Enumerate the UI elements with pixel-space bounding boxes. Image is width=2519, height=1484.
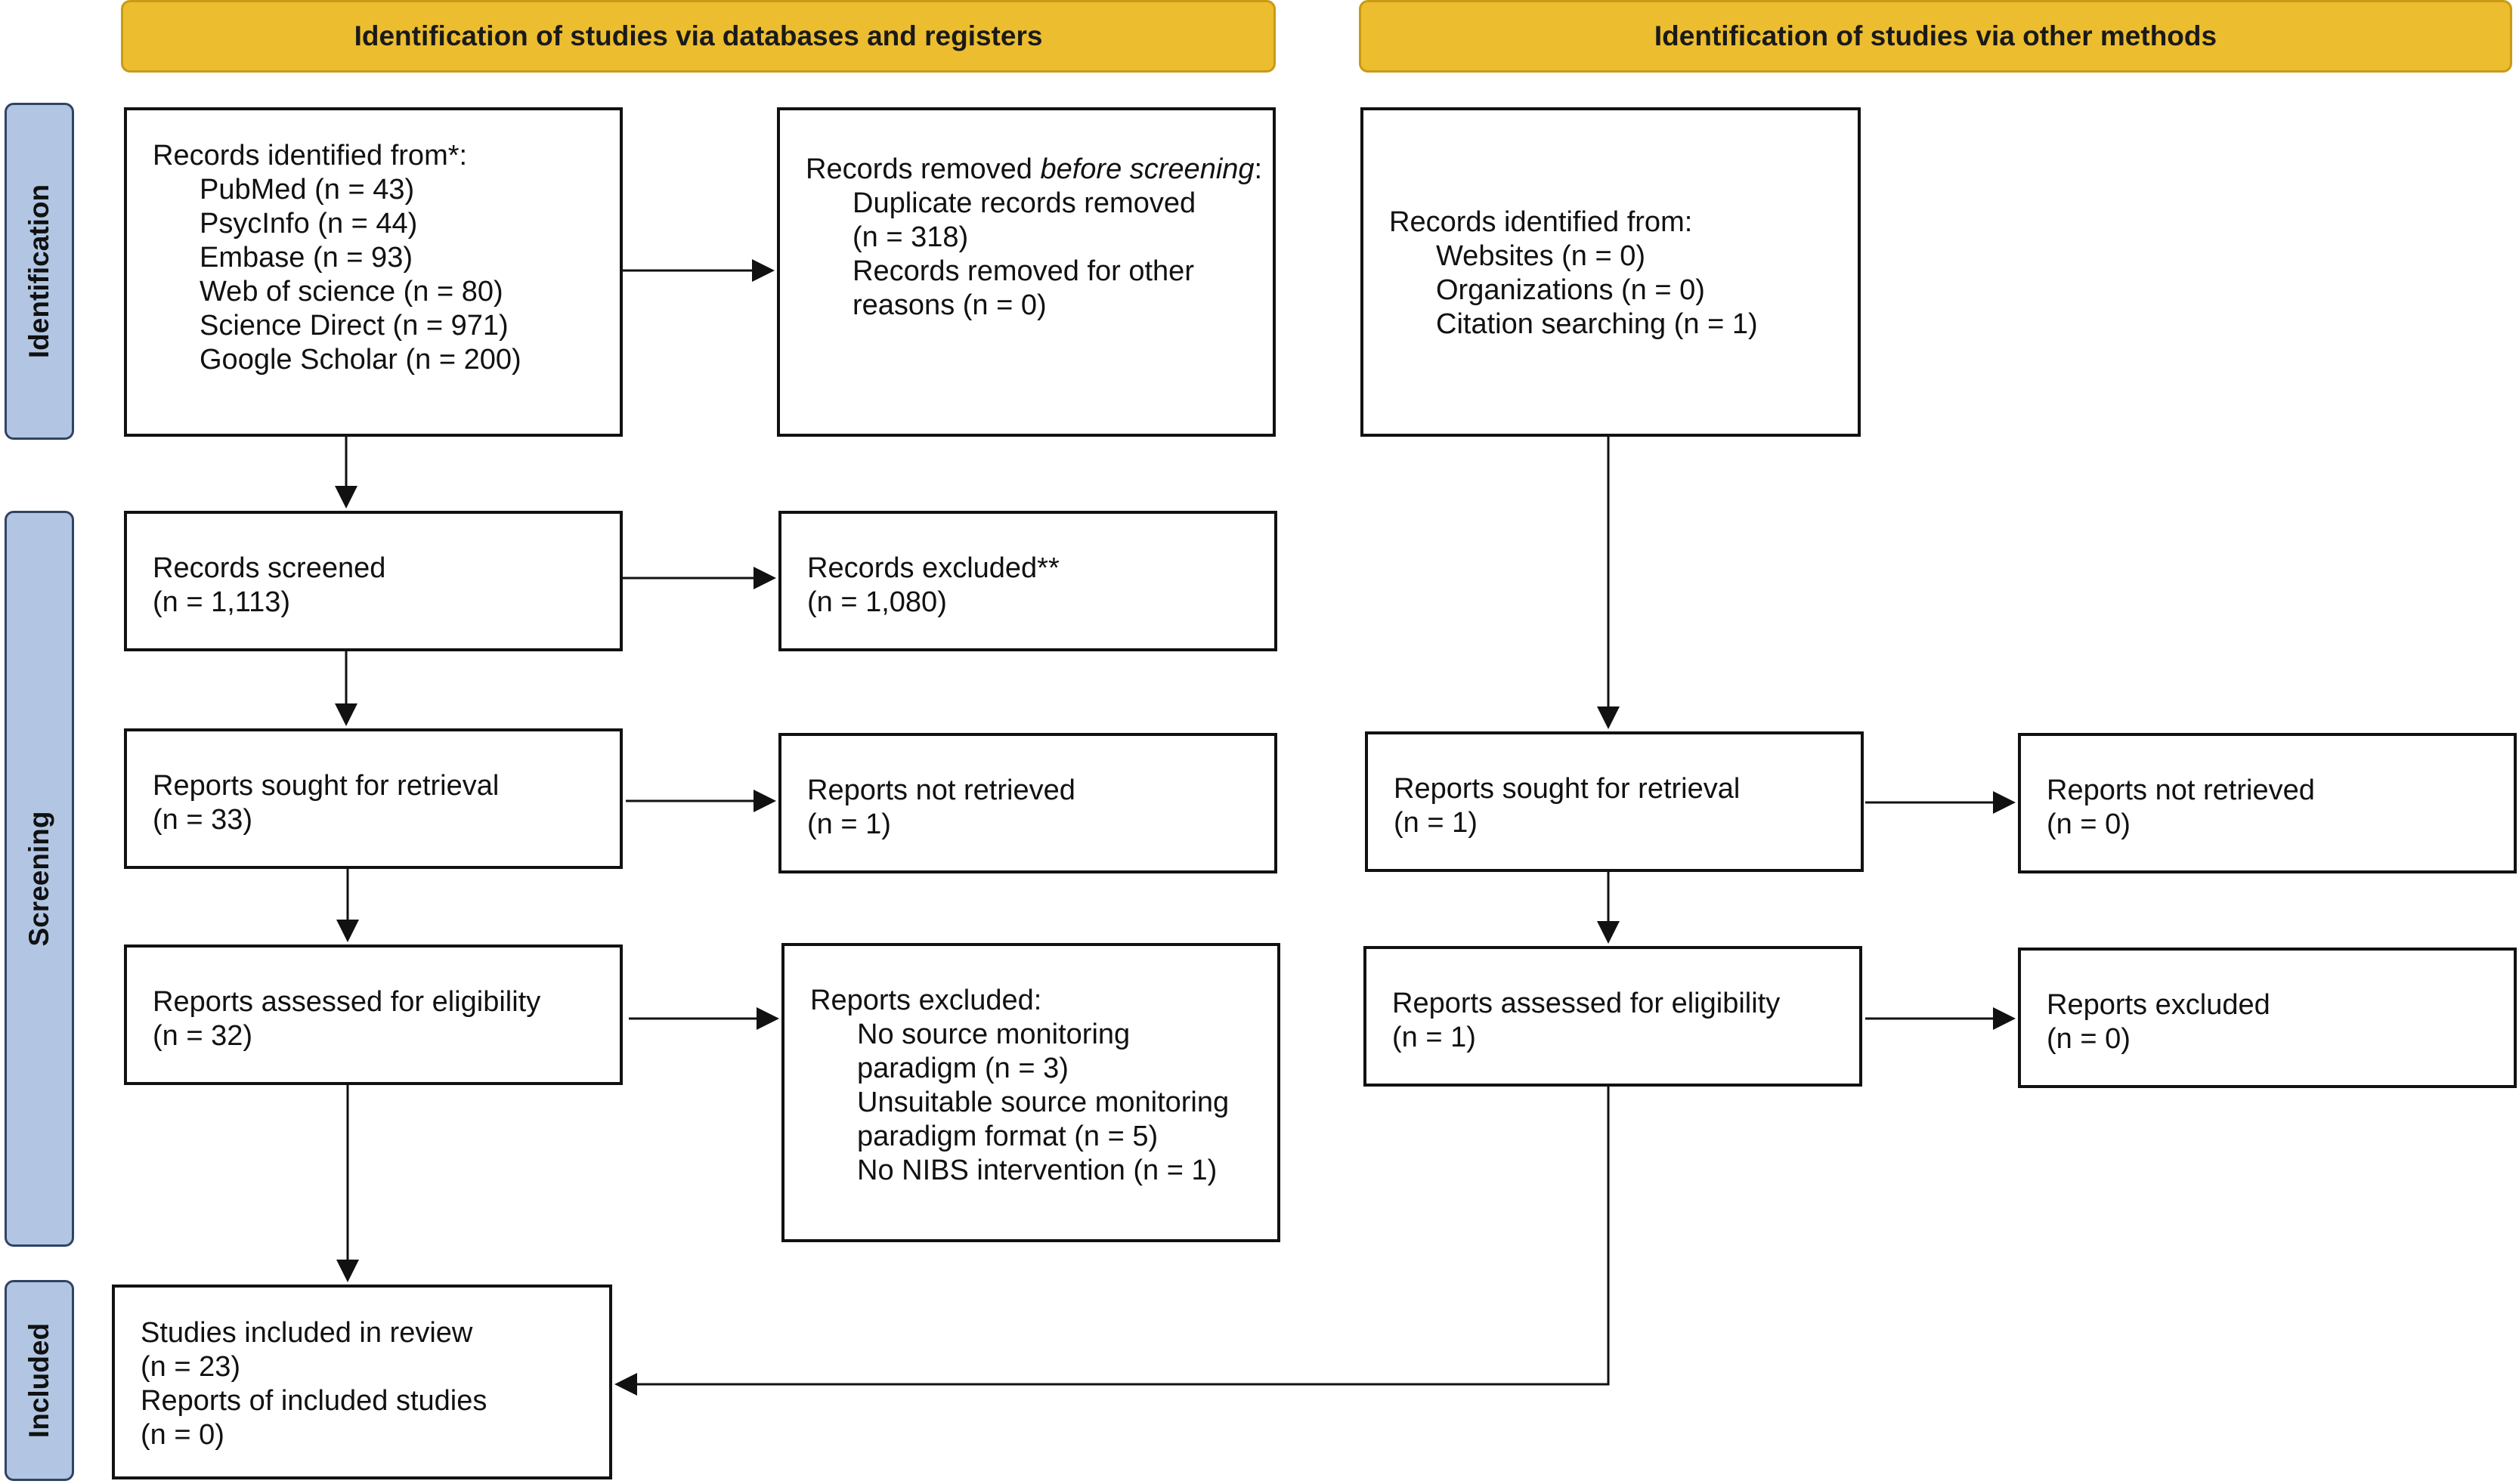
records-removed-box: Records removed before screening: Duplic… [777,107,1276,437]
db-reports-assessed-title: Reports assessed for eligibility [153,986,541,1018]
db-reports-not-retrieved-title: Reports not retrieved [807,774,1075,806]
db-exclusion-reason: No NIBS intervention (n = 1) [857,1155,1218,1186]
studies-included-line: (n = 23) [141,1351,241,1383]
other-reports-assessed-title: Reports assessed for eligibility [1392,988,1781,1019]
db-reports-not-retrieved-count: (n = 1) [807,808,891,840]
other-source-item: Websites (n = 0) [1436,240,1646,272]
other-reports-sought-box: Reports sought for retrieval (n = 1) [1365,731,1864,872]
db-exclusion-reason: No source monitoring [857,1019,1131,1050]
records-removed-item: (n = 318) [853,221,969,253]
db-reports-excluded-box: Reports excluded: No source monitoring p… [781,943,1280,1242]
records-screened-title: Records screened [153,552,386,584]
identification-phase-label: Identification [5,103,74,440]
db-source-item: Science Direct (n = 971) [200,310,509,342]
records-removed-item: reasons (n = 0) [853,289,1047,321]
other-reports-not-retrieved-box: Reports not retrieved (n = 0) [2018,733,2517,873]
studies-included-line: Reports of included studies [141,1385,487,1417]
records-excluded-count: (n = 1,080) [807,586,947,618]
included-phase-label: Included [5,1280,74,1481]
other-records-identified-title: Records identified from: [1389,206,1693,238]
other-reports-not-retrieved-count: (n = 0) [2047,808,2131,840]
other-reports-not-retrieved-title: Reports not retrieved [2047,774,2315,806]
records-screened-box: Records screened (n = 1,113) [124,511,623,651]
db-reports-assessed-box: Reports assessed for eligibility (n = 32… [124,945,623,1085]
studies-included-line: (n = 0) [141,1419,224,1451]
db-reports-assessed-count: (n = 32) [153,1020,253,1052]
other-reports-excluded-title: Reports excluded [2047,989,2270,1021]
db-records-identified-title: Records identified from*: [153,140,468,172]
records-removed-item: Duplicate records removed [853,187,1196,219]
db-source-item: Embase (n = 93) [200,242,413,274]
db-reports-sought-box: Reports sought for retrieval (n = 33) [124,728,623,869]
other-source-item: Citation searching (n = 1) [1436,308,1758,340]
other-reports-assessed-box: Reports assessed for eligibility (n = 1) [1363,946,1862,1087]
db-source-item: PubMed (n = 43) [200,174,415,206]
db-source-item: PsycInfo (n = 44) [200,208,418,240]
other-reports-sought-count: (n = 1) [1394,807,1478,839]
arrow-other-assessed-to-included [614,1087,1610,1396]
records-excluded-box: Records excluded** (n = 1,080) [778,511,1277,651]
other-source-item: Organizations (n = 0) [1436,274,1705,306]
other-reports-excluded-box: Reports excluded (n = 0) [2018,948,2517,1088]
db-reports-sought-count: (n = 33) [153,804,253,836]
screening-phase-label: Screening [5,511,74,1247]
db-reports-excluded-title: Reports excluded: [810,985,1042,1016]
other-methods-header: Identification of studies via other meth… [1359,0,2512,73]
other-reports-sought-title: Reports sought for retrieval [1394,773,1741,805]
db-records-identified-box: Records identified from*: PubMed (n = 43… [124,107,623,437]
studies-included-line: Studies included in review [141,1317,473,1349]
db-reports-sought-title: Reports sought for retrieval [153,770,500,802]
records-removed-prefix: Records removed [806,153,1041,185]
db-reports-not-retrieved-box: Reports not retrieved (n = 1) [778,733,1277,873]
db-source-item: Google Scholar (n = 200) [200,344,521,376]
other-reports-excluded-count: (n = 0) [2047,1023,2131,1055]
other-reports-assessed-count: (n = 1) [1392,1022,1476,1053]
records-removed-item: Records removed for other [853,255,1194,287]
studies-included-box: Studies included in review (n = 23) Repo… [112,1285,612,1479]
records-excluded-title: Records excluded** [807,552,1060,584]
records-removed-suffix: : [1254,153,1263,185]
records-removed-title: Records removed before screening: [806,153,1273,187]
records-removed-emphasis: before screening [1040,153,1255,185]
databases-header: Identification of studies via databases … [121,0,1276,73]
db-source-item: Web of science (n = 80) [200,276,503,308]
other-records-identified-box: Records identified from: Websites (n = 0… [1360,107,1861,437]
records-screened-count: (n = 1,113) [153,586,291,618]
db-exclusion-reason: Unsuitable source monitoring [857,1087,1230,1118]
db-exclusion-reason: paradigm (n = 3) [857,1053,1069,1084]
db-exclusion-reason: paradigm format (n = 5) [857,1121,1159,1152]
